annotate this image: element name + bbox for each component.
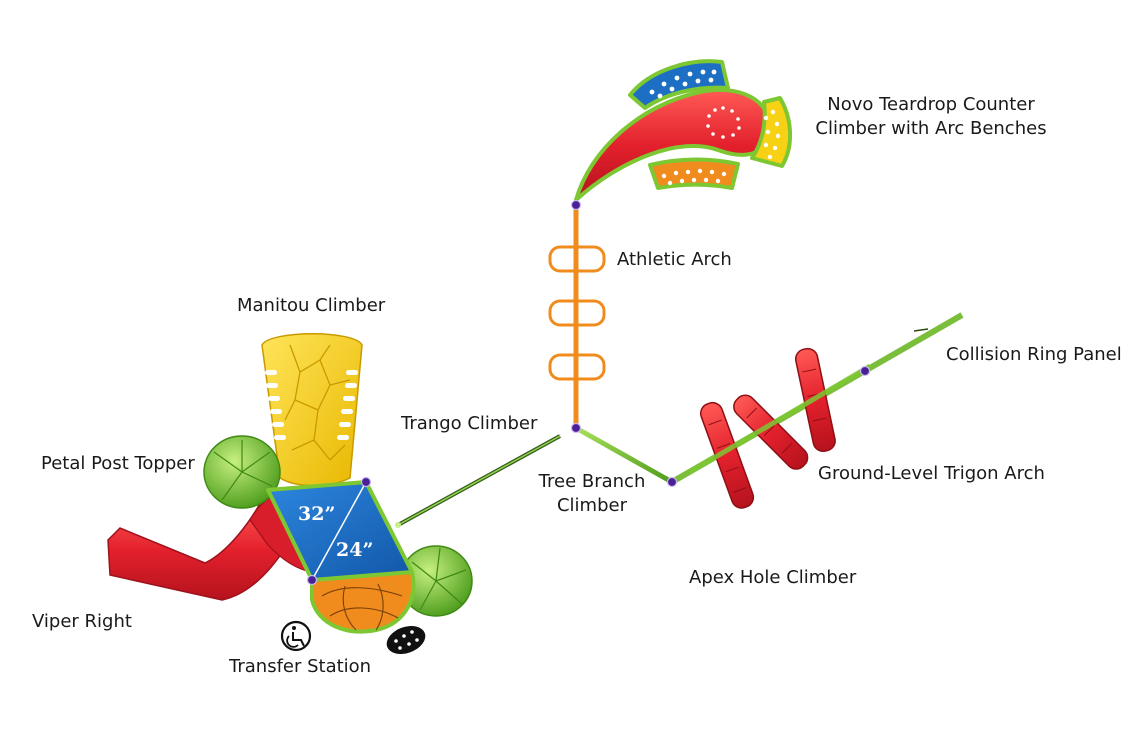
trigon-arch-label: Ground-Level Trigon Arch	[818, 463, 1045, 484]
trango-end-node	[395, 522, 401, 528]
post-node	[859, 365, 871, 377]
tree-branch-label-line1: Tree Branch	[538, 471, 646, 492]
manitou-climber	[261, 333, 363, 487]
trango-climber-label: Trango Climber	[401, 413, 538, 434]
petal-post-topper-left	[203, 435, 281, 509]
tree-branch-climber	[574, 425, 674, 485]
post-node	[306, 574, 318, 586]
blue-deck	[266, 480, 414, 582]
manitou-climber-label: Manitou Climber	[237, 295, 386, 316]
accessibility-icon	[280, 620, 312, 652]
post-node	[570, 199, 582, 211]
post-node	[570, 422, 582, 434]
viper-right-label: Viper Right	[32, 611, 132, 632]
transfer-station-label: Transfer Station	[229, 656, 372, 677]
stepping-pod	[386, 625, 426, 655]
deck-diagonal	[311, 481, 367, 581]
trango-climber	[397, 434, 561, 527]
tree-branch-climber-label: Tree Branch Climber	[527, 470, 657, 518]
post-nodes	[306, 199, 871, 586]
transfer-platform	[310, 570, 416, 634]
athletic-arch	[548, 205, 606, 428]
novo-teardrop-label: Novo Teardrop Counter Climber with Arc B…	[806, 93, 1056, 141]
apex-hole-climber-label: Apex Hole Climber	[689, 567, 857, 588]
post-node	[360, 476, 372, 488]
tree-branch-label-line2: Climber	[556, 495, 627, 516]
yellow-arc-bench	[750, 96, 793, 168]
post-node	[666, 476, 678, 488]
novo-teardrop-label-line2: Climber with Arc Benches	[815, 118, 1047, 139]
collision-ring-panel-label: Collision Ring Panel	[946, 344, 1122, 365]
deck-dim-upper: 32”	[298, 503, 335, 525]
petal-post-topper-label: Petal Post Topper	[41, 453, 195, 474]
trigon-arch	[688, 347, 872, 509]
deck-dim-lower: 24”	[336, 539, 373, 561]
play-deck: 32” 24”	[266, 480, 416, 634]
athletic-arch-label: Athletic Arch	[617, 249, 732, 270]
novo-teardrop-climber	[574, 59, 793, 202]
novo-teardrop-label-line1: Novo Teardrop Counter	[827, 94, 1035, 115]
